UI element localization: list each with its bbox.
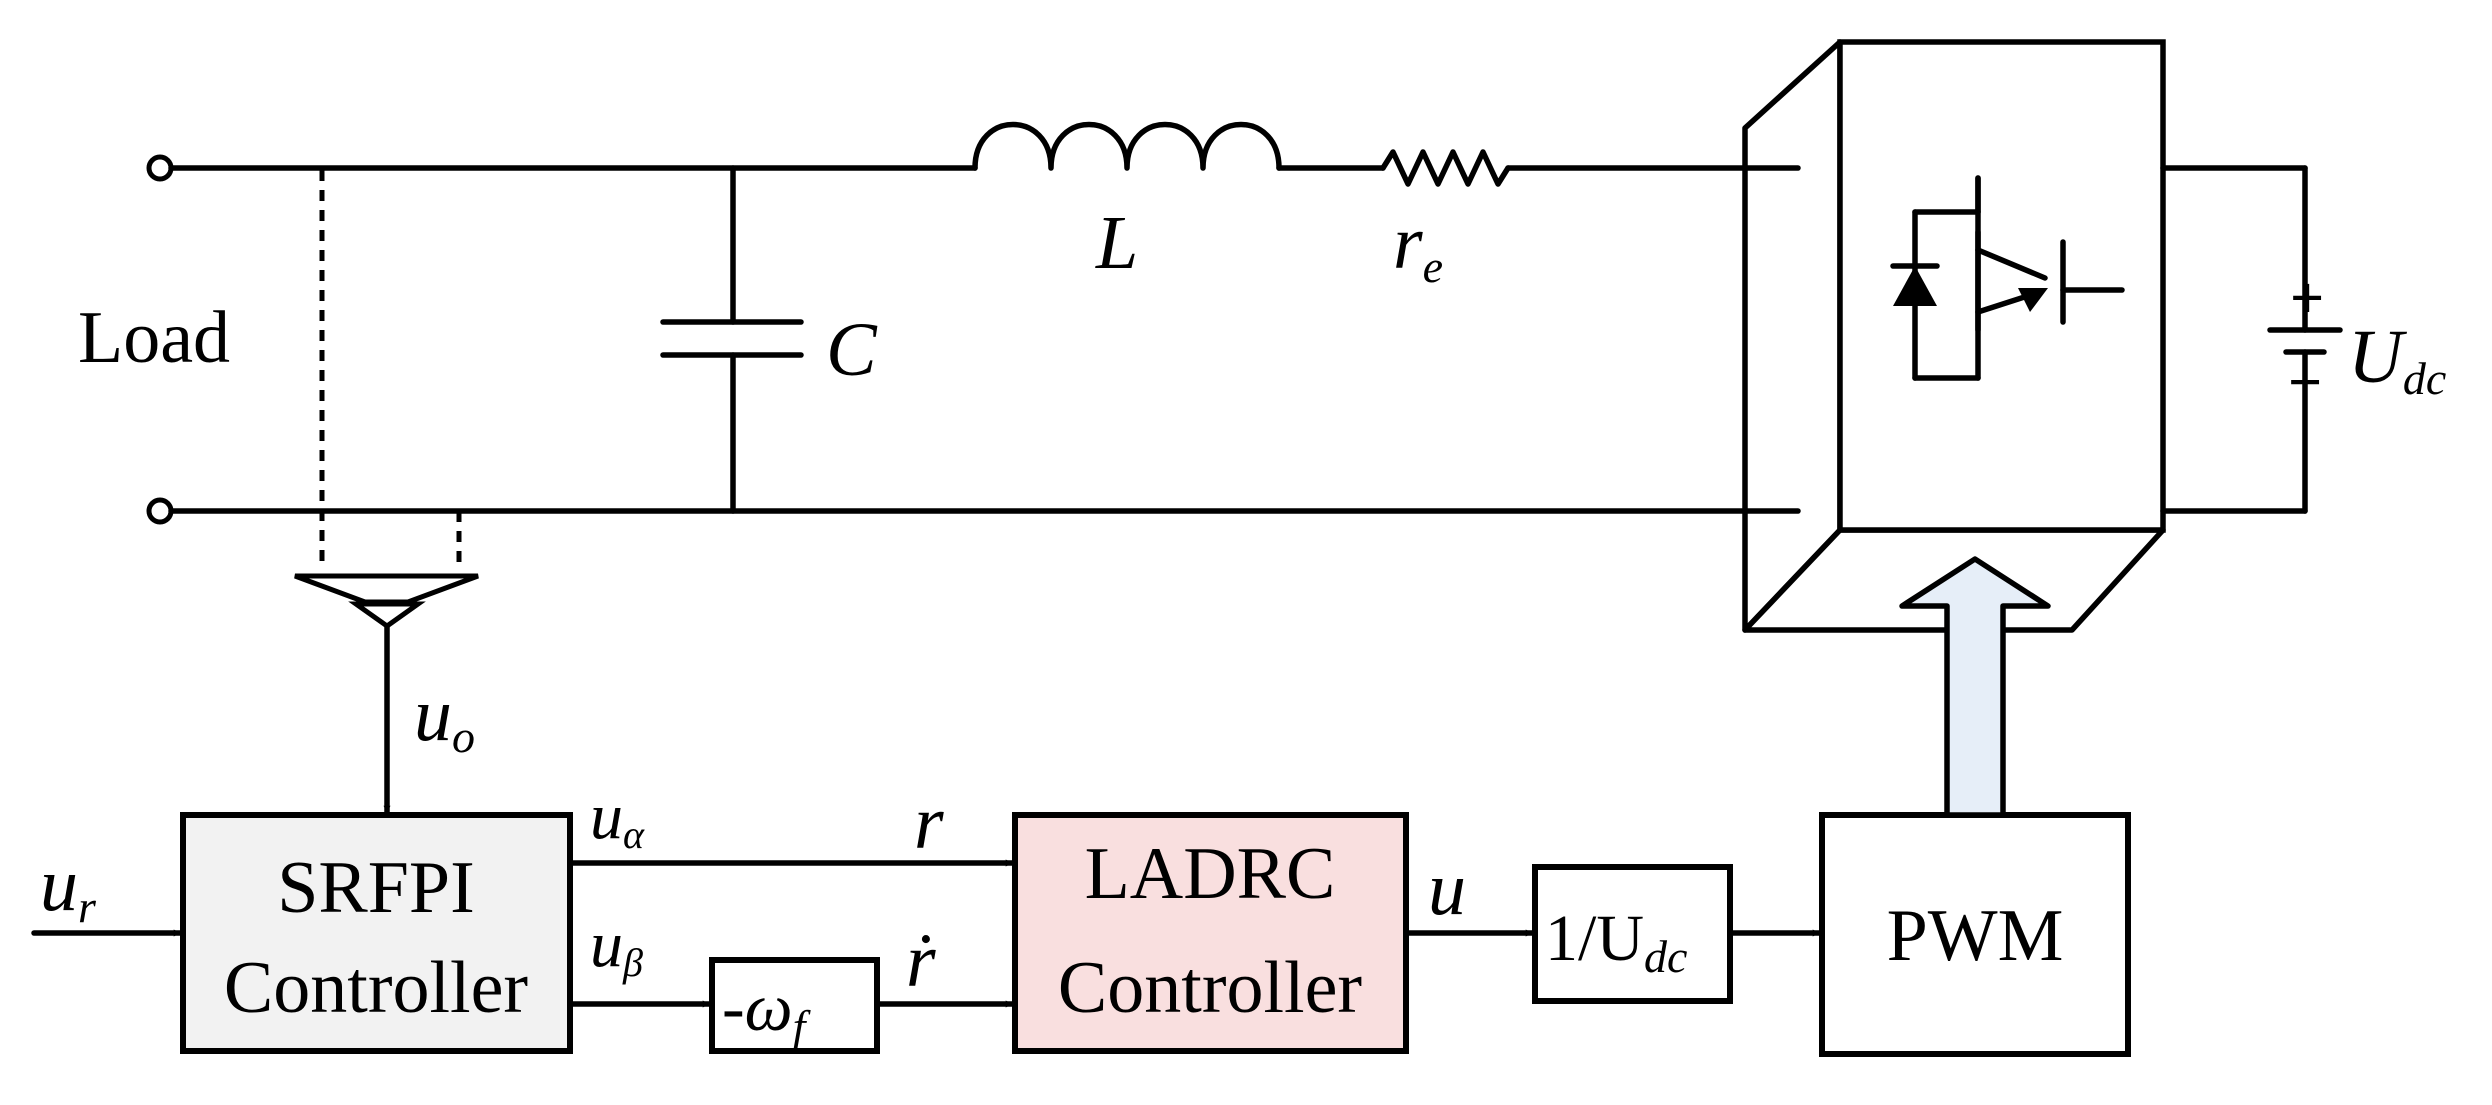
load-label: Load [78,297,230,379]
pwm-gate-arrow [1899,556,2051,818]
dc-voltage-label: Udc [2348,315,2446,404]
ubeta-label: uβ [590,908,643,985]
load-terminal-bottom [146,497,174,525]
pwm-block [1819,812,2131,1057]
pwm-label: PWM [1887,895,2064,977]
uo-label: uo [414,673,475,762]
srfpi-subtitle: Controller [224,947,528,1029]
inductor-label: L [1095,201,1138,285]
srfpi-title: SRFPI [277,847,474,929]
dc-minus-sign: − [2288,349,2322,415]
ur-label: ur [40,843,97,932]
srfpi-controller-block [180,812,573,1054]
rdot-label: ṙ [906,919,936,1003]
ladrc-subtitle: Controller [1058,947,1362,1029]
gain-block [709,957,880,1054]
inverse-udc-label: 1/Udc [1545,902,1687,982]
control-loop [31,556,2131,1057]
r-label: r [914,781,944,865]
dc-plus-sign: + [2290,265,2324,331]
gain-label: -ωf [722,969,812,1052]
resistor-icon [1380,149,1511,187]
voltage-sensor-icon [294,573,479,630]
dc-battery-icon [2160,165,2343,514]
resistor-label: re [1393,201,1443,292]
u-label: u [1428,847,1466,931]
igbt-switch-icon [1890,175,2125,381]
ualpha-label: uα [590,780,645,857]
inverter-box [1742,39,2166,633]
power-circuit [146,39,2343,633]
ladrc-title: LADRC [1085,833,1336,915]
load-terminal-top [146,154,174,182]
capacitor-label: C [826,308,878,392]
inductor-icon [972,121,1282,171]
